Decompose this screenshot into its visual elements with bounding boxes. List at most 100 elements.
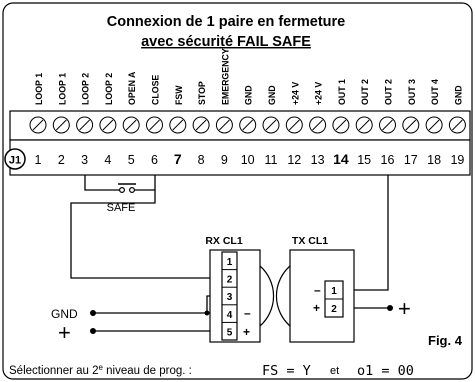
rx-plus: + bbox=[243, 325, 250, 339]
terminal-number-5: 5 bbox=[128, 153, 135, 167]
terminal-screw-slot-4 bbox=[102, 119, 114, 131]
wire-fsw-to-rx2 bbox=[70, 190, 222, 279]
rx-pin-2: 2 bbox=[227, 275, 233, 286]
safe-contact-right bbox=[129, 187, 136, 194]
terminal-number-17: 17 bbox=[404, 153, 418, 167]
terminal-screw-slot-1 bbox=[32, 119, 44, 131]
tx-pin-1: 1 bbox=[331, 286, 337, 297]
plus-symbol-tx: + bbox=[398, 296, 411, 321]
terminal-screws bbox=[29, 116, 466, 134]
terminal-label-17: OUT 3 bbox=[407, 79, 417, 105]
terminal-label-3: LOOP 2 bbox=[81, 73, 91, 105]
terminal-label-13: +24 V bbox=[314, 82, 324, 105]
terminal-screw-slot-14 bbox=[335, 119, 347, 131]
footer-connector: et bbox=[330, 365, 339, 377]
terminal-number-16: 16 bbox=[381, 153, 395, 167]
terminal-screw-slot-18 bbox=[428, 119, 440, 131]
terminal-screw-slot-15 bbox=[358, 119, 370, 131]
footer-text-after: niveau de prog. : bbox=[103, 365, 192, 377]
terminal-screw-slot-6 bbox=[149, 119, 160, 131]
plus-terminal-dot-rx bbox=[90, 328, 96, 334]
rx-title: RX CL1 bbox=[205, 235, 243, 247]
terminal-label-18: OUT 4 bbox=[430, 79, 440, 105]
safe-contact-left bbox=[118, 187, 125, 194]
terminal-number-15: 15 bbox=[357, 153, 371, 167]
terminal-number-4: 4 bbox=[104, 153, 111, 167]
terminal-number-13: 13 bbox=[311, 153, 325, 167]
terminal-label-12: +24 V bbox=[290, 82, 300, 105]
gnd-terminal-dot bbox=[90, 310, 96, 316]
terminal-label-11: GND bbox=[267, 85, 277, 105]
diagram-title: Connexion de 1 paire en fermeture bbox=[107, 14, 346, 30]
j1-label: J1 bbox=[9, 155, 21, 167]
terminal-label-8: STOP bbox=[197, 81, 207, 105]
terminal-label-10: GND bbox=[244, 85, 254, 105]
tx-title: TX CL1 bbox=[292, 235, 328, 247]
terminal-screw-slot-19 bbox=[452, 119, 463, 131]
rx-lens bbox=[259, 265, 275, 327]
terminal-screw-slot-10 bbox=[242, 119, 254, 131]
footer-instruction: Sélectionner au 2e niveau de prog. : bbox=[9, 363, 192, 377]
terminal-number-14: 14 bbox=[333, 151, 349, 167]
safe-wire-left bbox=[84, 175, 120, 191]
footer-text-before: Sélectionner au 2 bbox=[9, 365, 99, 377]
terminal-screw-slot-8 bbox=[195, 119, 207, 131]
plus-terminal-dot-tx bbox=[387, 305, 393, 311]
terminal-label-2: LOOP 1 bbox=[57, 73, 67, 105]
footer-code-o1: o1 = 00 bbox=[357, 363, 414, 379]
terminal-number-19: 19 bbox=[450, 153, 464, 167]
tx-pins: 12 bbox=[325, 286, 343, 315]
tx-photocell: TX CL1 12 – + bbox=[275, 235, 355, 343]
terminal-label-9: EMERGENCY bbox=[220, 48, 230, 105]
rx-pin-5: 5 bbox=[227, 327, 233, 338]
terminal-label-4: LOOP 2 bbox=[104, 73, 114, 105]
figure-label: Fig. 4 bbox=[428, 333, 463, 348]
terminal-label-19: GND bbox=[453, 85, 463, 105]
terminal-screw-slot-5 bbox=[125, 119, 137, 131]
terminal-screw-slot-11 bbox=[265, 119, 277, 131]
tx-pin-2: 2 bbox=[331, 304, 337, 315]
terminal-number-10: 10 bbox=[241, 153, 255, 167]
terminal-screw-slot-2 bbox=[55, 119, 67, 131]
rx-terminal-block bbox=[221, 251, 238, 341]
diagram-subtitle: avec sécurité FAIL SAFE bbox=[141, 34, 311, 50]
rx-minus: – bbox=[244, 306, 251, 320]
terminal-screw-slot-13 bbox=[312, 119, 323, 131]
wire-out1-to-tx1 bbox=[351, 175, 389, 291]
terminal-label-14: OUT 1 bbox=[337, 79, 347, 105]
terminal-number-11: 11 bbox=[265, 153, 278, 167]
terminal-number-6: 6 bbox=[151, 153, 158, 167]
terminal-number-7: 7 bbox=[174, 151, 182, 167]
tx-lens bbox=[275, 265, 291, 327]
terminal-screw-slot-9 bbox=[219, 119, 230, 131]
terminal-number-2: 2 bbox=[58, 153, 65, 167]
terminal-number-18: 18 bbox=[427, 153, 441, 167]
terminal-label-7: FSW bbox=[174, 85, 184, 105]
tx-minus: – bbox=[314, 283, 321, 297]
terminal-label-16: OUT 2 bbox=[384, 79, 394, 105]
gnd-label: GND bbox=[51, 307, 78, 321]
tx-body bbox=[289, 249, 355, 343]
rx-pin-1: 1 bbox=[227, 257, 233, 268]
terminal-number-1: 1 bbox=[35, 153, 42, 167]
terminal-label-1: LOOP 1 bbox=[34, 73, 44, 105]
terminal-label-5: OPEN A bbox=[127, 71, 137, 105]
terminal-number-3: 3 bbox=[81, 153, 88, 167]
terminal-screw-slot-7 bbox=[172, 119, 184, 131]
terminal-labels: LOOP 1 LOOP 1 LOOP 2 LOOP 2 OPEN A CLOSE FSW ST… bbox=[34, 48, 463, 105]
tx-plus: + bbox=[313, 301, 320, 315]
terminal-number-9: 9 bbox=[221, 153, 228, 167]
terminal-label-6: CLOSE bbox=[151, 75, 161, 105]
terminal-number-8: 8 bbox=[198, 153, 205, 167]
j1-connector-marker bbox=[4, 148, 26, 170]
junction-dot-gnd bbox=[204, 310, 210, 316]
footer-code-fs: FS = Y bbox=[262, 363, 311, 379]
rx-pin-4: 4 bbox=[227, 310, 233, 321]
